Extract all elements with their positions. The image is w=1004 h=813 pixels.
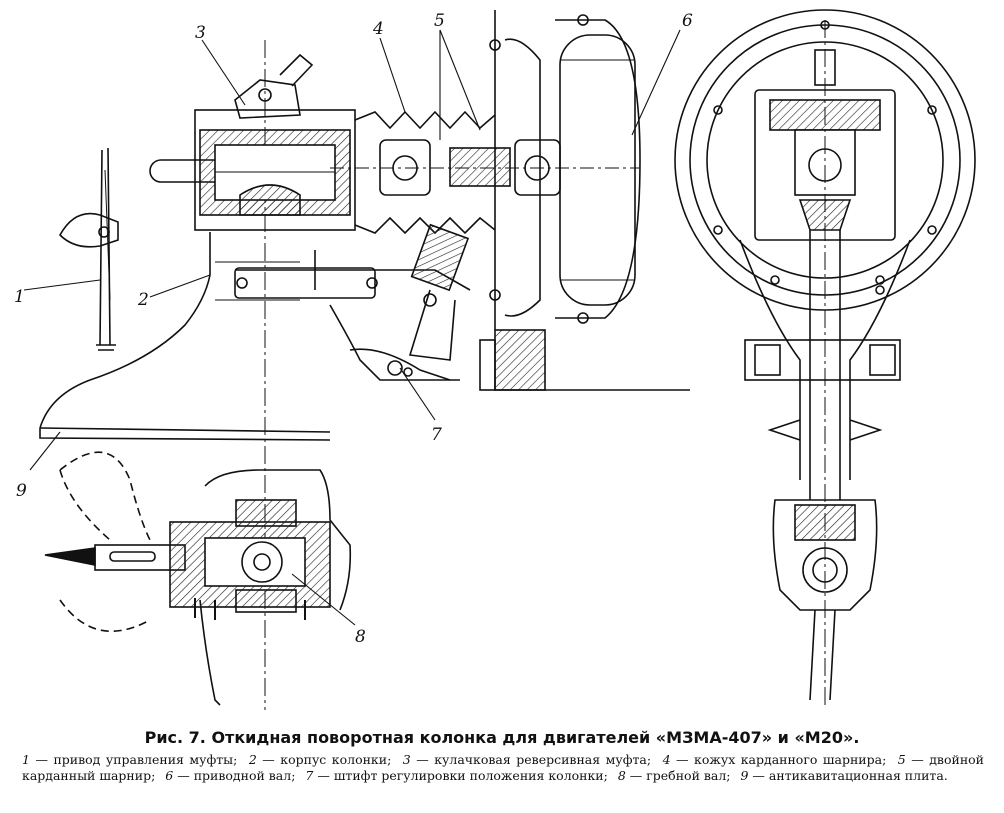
anti-cavitation-plate [39, 428, 331, 441]
legend-item-2: 2 — корпус колонки; [248, 752, 392, 767]
figure-legend: 1 — привод управления муфты; 2 — корпус … [22, 752, 984, 783]
leader-lines [23, 29, 681, 626]
legend-item-6: 6 — приводной вал; [165, 767, 296, 783]
callout-4: 4 [372, 19, 384, 39]
legend-item-3: 3 — кулачковая реверсивная муфта; [402, 752, 652, 767]
callout-5: 5 [434, 11, 445, 31]
legend-item-7: 7 — штифт регулировки положения колонки; [305, 767, 608, 783]
legend-item-1: 1 — привод управления муфты; [22, 752, 238, 767]
adjustment-pin [235, 223, 471, 381]
callout-3: 3 [195, 23, 206, 43]
legend-item-9: 9 — антикавитационная плита. [740, 767, 948, 783]
callout-1: 1 [14, 287, 25, 307]
legend-item-4: 4 — кожух карданного шарнира; [662, 752, 887, 767]
legend-item-5: 5 — двойной карданный шарнир; [22, 752, 985, 783]
callout-labels: 1 2 3 4 5 6 7 8 9 [14, 11, 693, 647]
callout-2: 2 [137, 290, 149, 310]
cam-reversing-clutch [149, 53, 356, 231]
callout-9: 9 [16, 481, 27, 501]
double-cardan-joint [330, 139, 640, 196]
cardan-joint-cover [354, 110, 496, 235]
front-view [674, 9, 976, 705]
propeller-outline [59, 451, 151, 633]
drive-shaft-flywheel [479, 10, 690, 391]
propeller-shaft-assembly [44, 499, 331, 620]
callout-6: 6 [682, 11, 693, 31]
callout-7: 7 [431, 425, 442, 445]
figure-caption: Рис. 7. Откидная поворотная колонка для … [144, 728, 860, 747]
legend-item-8: 8 — гребной вал; [617, 767, 731, 783]
callout-8: 8 [355, 627, 366, 647]
technical-drawing: 1 2 3 4 5 6 7 8 9 [14, 9, 976, 710]
clutch-control-drive [59, 147, 119, 351]
